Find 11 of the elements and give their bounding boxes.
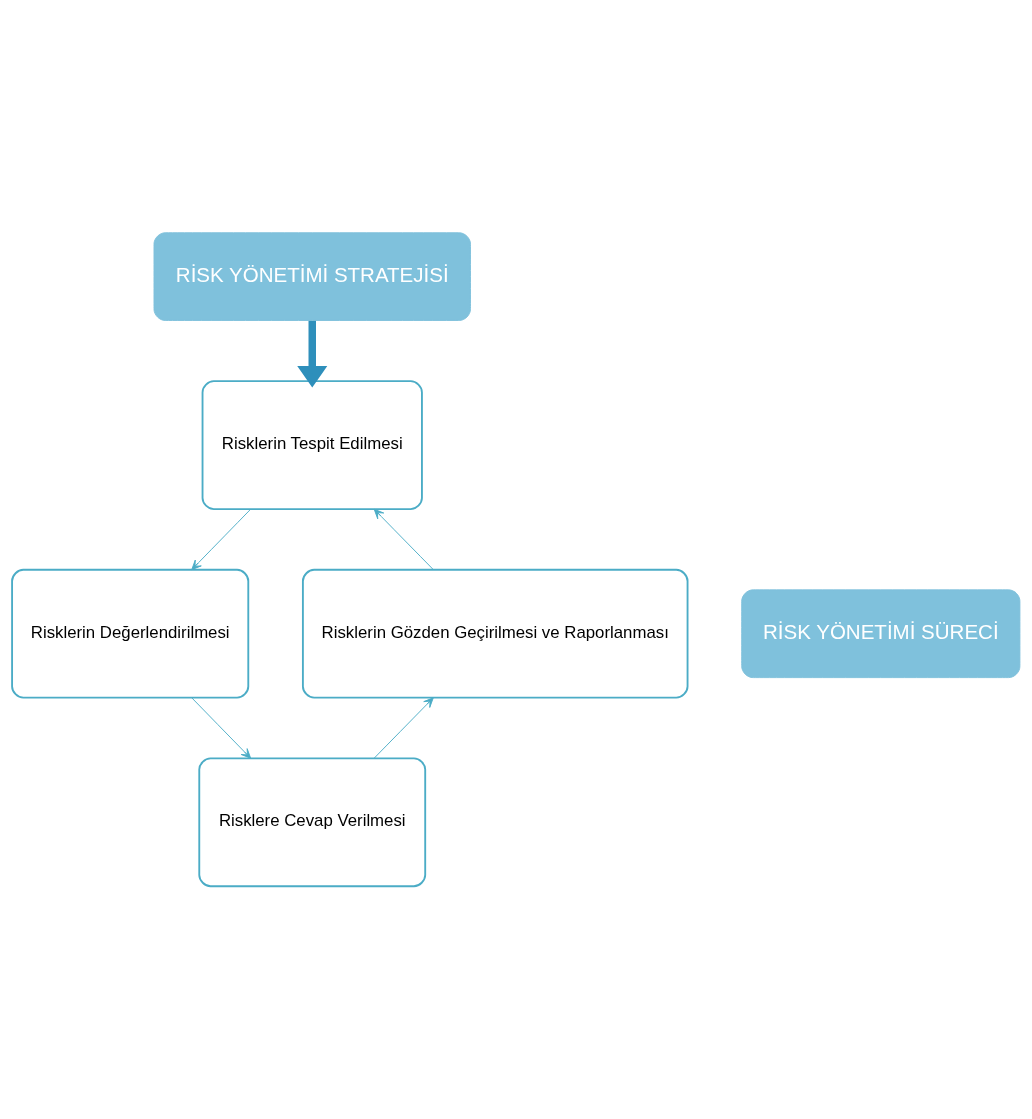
arrow — [373, 697, 434, 759]
arrow — [191, 697, 252, 759]
node-box: Risklerin Gözden Geçirilmesi ve Raporlanması — [301, 568, 689, 699]
arrow — [297, 320, 328, 388]
node-box: RİSK YÖNETİMİ SÜRECİ — [741, 589, 1021, 679]
node-box: RİSK YÖNETİMİ STRATEJİSİ — [153, 232, 471, 321]
node-box: Risklere Cevap Verilmesi — [198, 757, 427, 888]
arrow — [373, 508, 434, 571]
node-box: Risklerin Tespit Edilmesi — [201, 380, 423, 510]
arrow — [191, 508, 252, 571]
node-box: Risklerin Değerlendirilmesi — [11, 568, 250, 699]
